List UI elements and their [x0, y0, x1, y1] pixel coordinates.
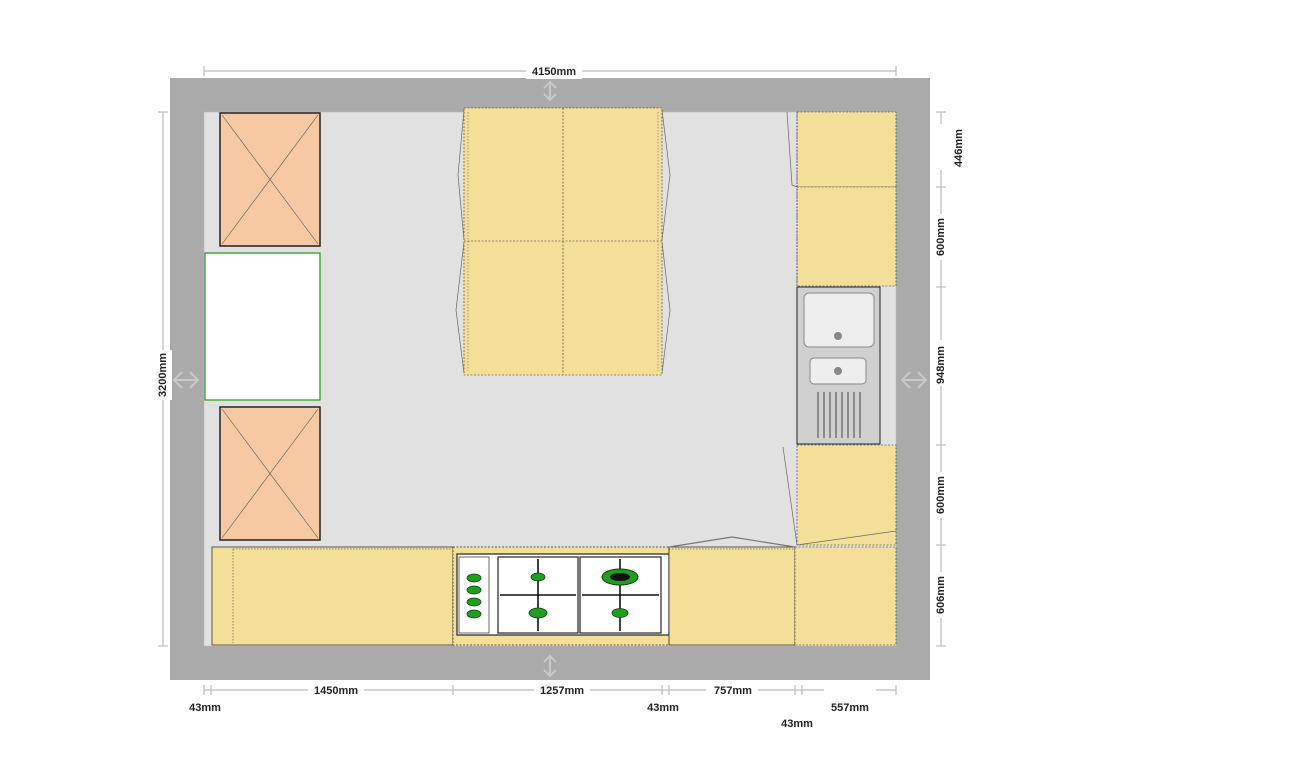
dimension-overall-height: 3200mm: [157, 353, 169, 397]
double-arrow-icon: [543, 80, 557, 102]
bottom-corner-cabinet[interactable]: [794, 546, 897, 646]
double-arrow-icon: [543, 654, 557, 678]
hob-cabinet[interactable]: [452, 546, 670, 646]
appliance-bottom-left[interactable]: [219, 406, 321, 541]
double-arrow-icon: [172, 371, 200, 389]
dimension-bottom-6: 43mm: [781, 718, 813, 730]
dimension-bottom-2: 1450mm: [314, 685, 358, 697]
bottom-left-cabinet[interactable]: [211, 546, 454, 646]
dimension-bottom-3: 1257mm: [540, 685, 584, 697]
gas-hob-icon: [456, 553, 670, 636]
dimension-right-5: 606mm: [935, 576, 947, 614]
dimension-right-2: 600mm: [935, 218, 947, 256]
white-unit-left[interactable]: [204, 252, 321, 401]
double-sink-icon: [803, 292, 875, 438]
right-upper-cabinet[interactable]: [786, 111, 897, 287]
double-arrow-icon: [900, 371, 928, 389]
right-lower-cabinet[interactable]: [782, 444, 897, 546]
cross-box-icon: [221, 114, 319, 245]
dimension-bottom-5: 757mm: [714, 685, 752, 697]
dimension-right-1: 446mm: [953, 129, 965, 167]
bottom-middle-cabinet[interactable]: [668, 536, 796, 646]
dimension-overall-width: 4150mm: [532, 66, 576, 78]
dimension-right-4: 600mm: [935, 476, 947, 514]
sink-unit[interactable]: [796, 286, 881, 445]
dimension-bottom-1: 43mm: [189, 702, 221, 714]
dimension-right-3: 948mm: [935, 346, 947, 384]
appliance-top-left[interactable]: [219, 112, 321, 247]
top-center-cabinets[interactable]: [455, 107, 671, 376]
cross-box-icon: [221, 408, 319, 539]
dimension-bottom-7: 557mm: [831, 702, 869, 714]
dimension-bottom-4: 43mm: [647, 702, 679, 714]
